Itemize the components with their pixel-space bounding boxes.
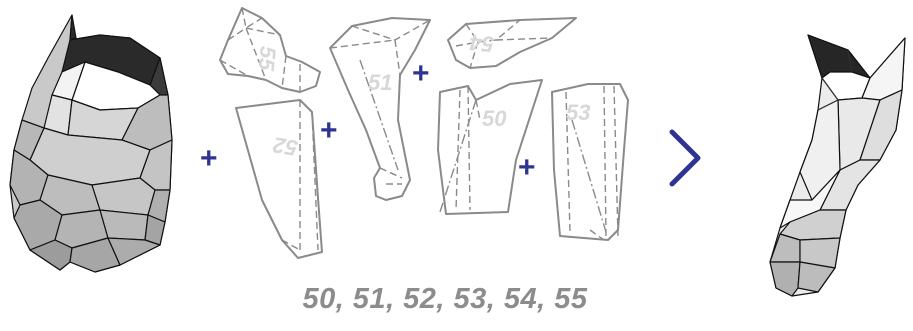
chevron-right-icon xyxy=(672,132,698,184)
piece-number: 51 xyxy=(368,70,392,95)
head-model-after xyxy=(770,35,905,296)
head-model-before xyxy=(10,15,172,272)
piece-number: 55 xyxy=(254,45,281,72)
plus-icon: + xyxy=(320,114,338,147)
pattern-piece-54: 54 xyxy=(448,18,576,68)
piece-number: 53 xyxy=(566,100,590,125)
piece-number: 50 xyxy=(482,106,507,131)
plus-icon: + xyxy=(412,57,430,90)
pattern-piece-50: 50 xyxy=(438,80,542,214)
pattern-piece-52: 52 xyxy=(236,100,322,258)
pattern-piece-51: 51 xyxy=(330,18,430,200)
plus-icon: + xyxy=(200,142,218,175)
piece-number: 54 xyxy=(469,30,496,57)
plus-icon: + xyxy=(518,151,536,184)
pattern-piece-53: 53 xyxy=(552,84,628,240)
piece-number: 52 xyxy=(270,132,299,161)
caption-piece-numbers: 50, 51, 52, 53, 54, 55 xyxy=(0,283,890,316)
pattern-piece-55: 55 xyxy=(220,8,320,92)
